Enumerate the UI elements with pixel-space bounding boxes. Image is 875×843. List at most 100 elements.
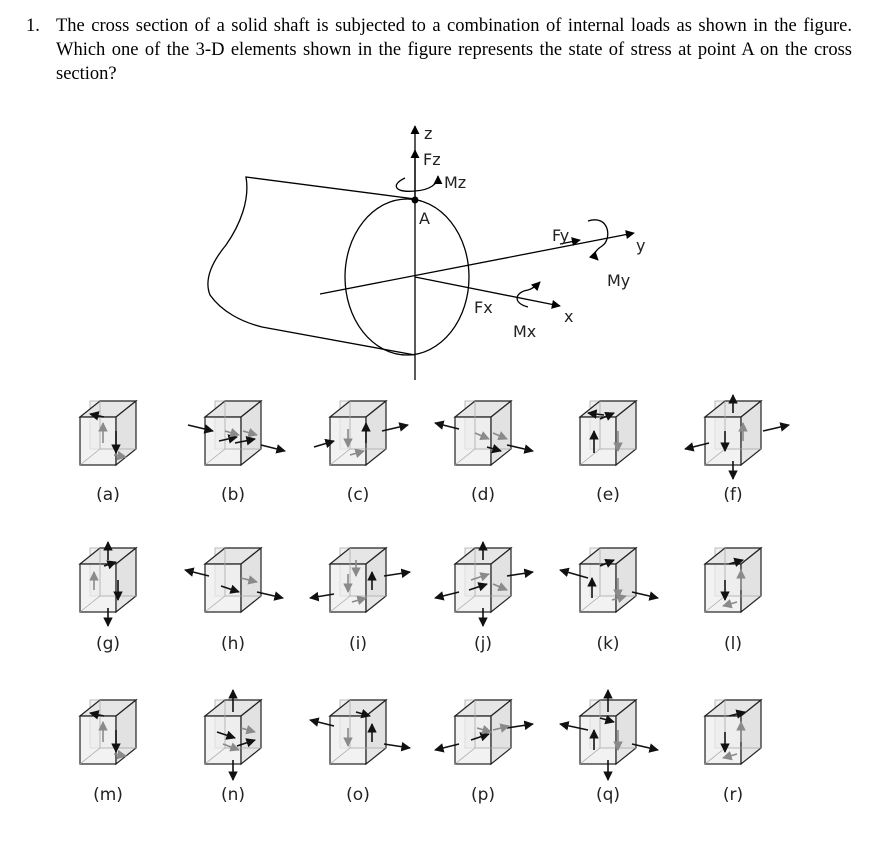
option-cube: (c) <box>313 399 409 505</box>
stress-arrow <box>234 435 256 446</box>
shaft-outline <box>207 176 416 356</box>
stress-arrow <box>684 442 710 452</box>
option-cube: (d) <box>434 399 534 505</box>
stress-arrow <box>236 738 256 748</box>
stress-arrow <box>599 558 615 568</box>
option-cubes: (a)(b)(c)(d)(e)(f)(g)(h)(i)(j)(k)(l)(m)(… <box>78 394 790 805</box>
my-label: My <box>607 271 630 290</box>
option-label: (k) <box>596 634 619 654</box>
stress-arrow <box>220 584 240 594</box>
question-text: The cross section of a solid shaft is su… <box>56 16 852 84</box>
question-block: 1. The cross section of a solid shaft is… <box>26 14 852 86</box>
stress-arrow <box>470 732 490 742</box>
stress-arrow <box>309 717 335 727</box>
stress-arrow <box>476 725 492 735</box>
stress-arrow <box>506 568 534 579</box>
option-cube: (n) <box>203 689 263 805</box>
point-a-label: A <box>419 209 430 228</box>
option-label: (n) <box>221 785 245 805</box>
stress-arrow <box>486 444 502 454</box>
my-moment-arrow <box>587 219 609 261</box>
stress-arrow <box>349 448 365 458</box>
stress-arrow <box>722 599 738 609</box>
stress-arrow <box>728 709 746 719</box>
mz-moment-arrow <box>395 175 443 192</box>
z-label: z <box>424 124 432 143</box>
option-cube: (g) <box>78 541 138 654</box>
fy-label: Fy <box>552 226 569 245</box>
stress-arrow <box>103 560 117 570</box>
stress-arrow <box>470 572 490 582</box>
stress-arrow <box>381 422 409 432</box>
stress-arrow <box>492 582 508 592</box>
stress-arrow <box>187 424 214 434</box>
stress-arrow <box>587 409 605 419</box>
fz-label: Fz <box>423 150 441 169</box>
stress-arrow <box>242 428 258 438</box>
option-cube: (q) <box>559 689 659 805</box>
stress-arrow <box>260 444 286 454</box>
stress-arrow <box>216 730 236 740</box>
option-label: (r) <box>723 785 743 805</box>
stress-arrow <box>559 721 589 731</box>
stress-arrow <box>762 422 790 432</box>
stress-arrow <box>224 428 240 438</box>
stress-arrow <box>728 557 744 567</box>
option-label: (o) <box>346 785 370 805</box>
stress-arrow <box>383 568 411 579</box>
option-cube: (b) <box>187 399 286 505</box>
option-label: (f) <box>723 485 742 505</box>
option-cube: (r) <box>703 698 763 805</box>
stress-arrow <box>559 567 589 579</box>
stress-arrow <box>506 720 534 731</box>
x-label: x <box>564 307 573 326</box>
option-label: (c) <box>347 485 370 505</box>
option-label: (p) <box>471 785 495 805</box>
stress-arrow <box>599 411 615 421</box>
option-cube: (f) <box>684 394 790 505</box>
option-label: (a) <box>96 485 120 505</box>
fy-arrow <box>559 237 581 247</box>
option-label: (d) <box>471 485 495 505</box>
stress-arrow <box>113 450 127 461</box>
option-cube: (l) <box>703 546 763 654</box>
stress-arrow <box>218 434 238 444</box>
stress-arrow <box>256 591 284 601</box>
stress-arrow <box>506 444 534 454</box>
option-label: (m) <box>93 785 123 805</box>
point-a-dot <box>411 196 419 204</box>
cross-section-ellipse <box>344 198 470 356</box>
fx-label: Fx <box>474 298 493 317</box>
option-cube: (p) <box>434 698 534 805</box>
y-label: y <box>636 236 645 255</box>
option-cube: (a) <box>78 399 138 505</box>
stress-arrow <box>89 710 105 720</box>
stress-arrow <box>492 431 508 441</box>
stress-arrow <box>434 591 460 601</box>
option-cube: (h) <box>184 546 284 654</box>
option-cube: (e) <box>578 399 638 505</box>
option-cube: (k) <box>559 546 659 654</box>
option-label: (e) <box>596 485 620 505</box>
stress-arrow <box>309 591 335 602</box>
shaft-diagram <box>207 125 635 380</box>
stress-arrow <box>599 715 615 725</box>
option-label: (b) <box>221 485 245 505</box>
option-label: (j) <box>474 634 492 654</box>
stress-arrow <box>492 723 510 733</box>
option-label: (g) <box>96 634 120 654</box>
x-axis <box>414 276 561 309</box>
question-number: 1. <box>26 16 40 36</box>
stress-arrow <box>611 593 627 603</box>
stress-arrow <box>355 709 371 719</box>
stress-arrow <box>313 438 335 449</box>
stress-arrow <box>113 749 127 760</box>
stress-arrow <box>383 741 411 752</box>
stress-arrow <box>434 743 460 753</box>
stress-arrow <box>184 567 210 577</box>
stress-arrow <box>468 582 488 592</box>
stress-arrow <box>240 575 258 585</box>
mx-label: Mx <box>513 322 536 341</box>
stress-arrow <box>351 595 367 605</box>
option-label: (q) <box>596 785 620 805</box>
